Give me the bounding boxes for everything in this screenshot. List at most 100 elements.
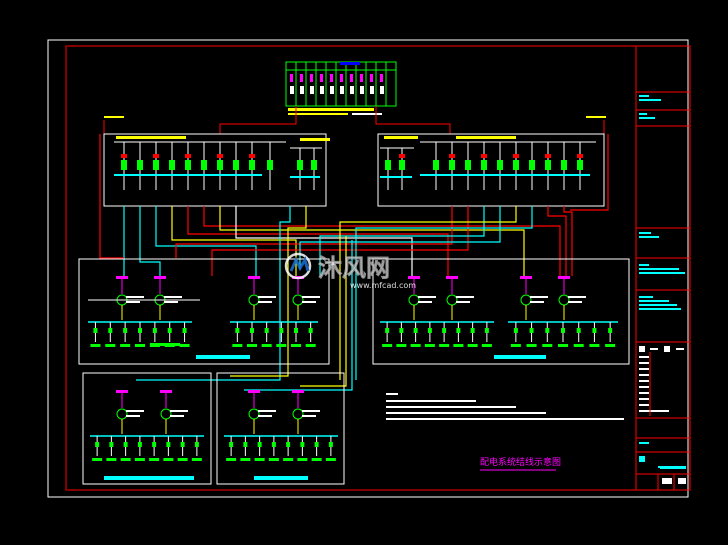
transformer-symbol bbox=[248, 294, 260, 306]
tx-label bbox=[456, 296, 474, 298]
transformer-symbol bbox=[248, 408, 260, 420]
cable-runs bbox=[99, 134, 609, 391]
breaker-symbol bbox=[470, 328, 475, 333]
feeder-terminal bbox=[311, 458, 322, 461]
watermark-brand: 沐风网 bbox=[318, 254, 390, 282]
feeder-terminal bbox=[325, 458, 336, 461]
tx-label bbox=[126, 301, 140, 303]
breaker-symbol bbox=[442, 328, 447, 333]
feeder-terminal bbox=[283, 458, 294, 461]
incoming-feeders bbox=[103, 106, 606, 134]
feeder-terminal bbox=[179, 344, 190, 347]
incomer-label bbox=[520, 276, 532, 279]
right-switchboard bbox=[377, 133, 605, 207]
feeder-terminal bbox=[149, 458, 160, 461]
transformer-symbol bbox=[446, 294, 458, 306]
incomer-label bbox=[446, 276, 458, 279]
inner-red-frame bbox=[65, 45, 691, 491]
tx-label bbox=[456, 301, 470, 303]
feeder-terminal bbox=[291, 344, 301, 347]
feeder-terminal bbox=[177, 458, 188, 461]
breaker-symbol bbox=[152, 328, 157, 333]
breaker-symbol bbox=[529, 328, 534, 333]
tx-label bbox=[170, 410, 188, 412]
feeder-terminal bbox=[605, 344, 616, 347]
tx-label bbox=[302, 415, 316, 417]
feeder-terminal bbox=[90, 344, 101, 347]
breaker-symbol bbox=[286, 442, 291, 447]
feeder-terminal bbox=[589, 344, 600, 347]
feeder-terminal bbox=[558, 344, 568, 347]
breaker-symbol bbox=[250, 328, 254, 333]
transformer-symbol bbox=[292, 294, 304, 306]
drawing-title: 配电系统结线示意图 bbox=[480, 456, 561, 468]
breaker-symbol bbox=[576, 328, 581, 333]
tx-label bbox=[126, 296, 144, 298]
tx-label bbox=[418, 301, 432, 303]
incomer-label bbox=[160, 390, 172, 393]
feeder-terminal bbox=[240, 458, 251, 461]
feeder-terminal bbox=[120, 344, 131, 347]
feeder-terminal bbox=[467, 344, 478, 347]
breaker-symbol bbox=[399, 328, 404, 333]
breaker-symbol bbox=[180, 442, 185, 447]
feeder-terminal bbox=[481, 344, 492, 347]
breaker-symbol bbox=[93, 328, 98, 333]
breaker-symbol bbox=[257, 442, 262, 447]
subpanel-frames bbox=[78, 258, 630, 485]
tx-label bbox=[302, 301, 316, 303]
breaker-symbol bbox=[229, 442, 234, 447]
incomer-label bbox=[116, 390, 128, 393]
feeder-terminal bbox=[410, 344, 421, 347]
tx-label bbox=[568, 301, 582, 303]
feeder-terminal bbox=[526, 344, 537, 347]
breaker-symbol bbox=[314, 442, 319, 447]
incomer-label bbox=[116, 276, 128, 279]
tx-label bbox=[258, 301, 272, 303]
incomer-label bbox=[248, 390, 260, 393]
tx-label bbox=[258, 415, 272, 417]
title-block bbox=[635, 46, 690, 490]
notes-block bbox=[386, 393, 624, 420]
breaker-symbol bbox=[427, 328, 432, 333]
tx-label bbox=[530, 296, 548, 298]
tx-label bbox=[258, 296, 276, 298]
feeder-terminal bbox=[120, 458, 131, 461]
breaker-symbol bbox=[123, 328, 128, 333]
watermark-url: www.mfcad.com bbox=[350, 281, 416, 290]
transformer-symbol bbox=[408, 294, 420, 306]
breaker-symbol bbox=[413, 328, 418, 333]
feeder-terminal bbox=[163, 458, 174, 461]
feeder-terminal bbox=[105, 344, 116, 347]
breaker-symbol bbox=[484, 328, 489, 333]
tx-label bbox=[126, 415, 140, 417]
feeder-terminal bbox=[134, 458, 145, 461]
outer-white-frame bbox=[47, 39, 689, 498]
feeder-terminal bbox=[232, 344, 243, 347]
transformer-symbol bbox=[116, 408, 128, 420]
breaker-symbol bbox=[456, 328, 461, 333]
breaker-symbol bbox=[561, 328, 565, 333]
breaker-symbol bbox=[194, 442, 199, 447]
feeder-terminal bbox=[453, 344, 464, 347]
breaker-symbol bbox=[328, 442, 333, 447]
watermark: 沐风网 www.mfcad.com bbox=[284, 252, 416, 290]
breaker-symbol bbox=[166, 442, 171, 447]
feeder-terminal bbox=[382, 344, 393, 347]
tx-label bbox=[530, 301, 544, 303]
breaker-symbol bbox=[294, 328, 298, 333]
breaker-symbol bbox=[308, 328, 313, 333]
feeder-terminal bbox=[542, 344, 553, 347]
feeder-terminal bbox=[439, 344, 450, 347]
incomer-label bbox=[408, 276, 420, 279]
breaker-symbol bbox=[300, 442, 305, 447]
incomer-label bbox=[154, 276, 166, 279]
breaker-symbol bbox=[385, 328, 390, 333]
breaker-symbol bbox=[592, 328, 597, 333]
feeder-terminal bbox=[254, 458, 265, 461]
mfcad-logo-icon bbox=[284, 252, 312, 280]
feeder-terminal bbox=[297, 458, 308, 461]
feeder-terminal bbox=[92, 458, 103, 461]
tx-label bbox=[258, 410, 276, 412]
